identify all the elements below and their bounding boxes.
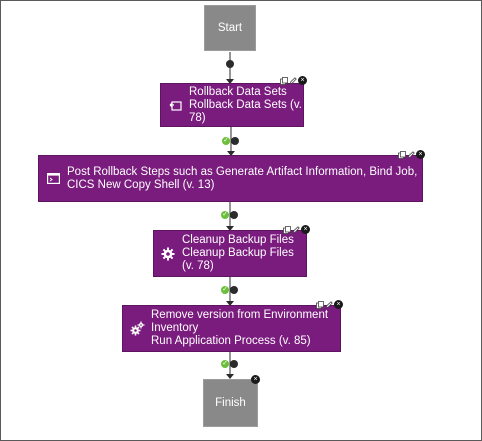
step-toolbar: × [316,300,343,309]
step-output-port[interactable] [231,137,239,145]
step-detail: Run Application Process (v. 85) [151,335,311,347]
close-icon[interactable]: × [301,225,310,234]
success-check-icon[interactable]: ✓ [221,286,229,294]
step-toolbar: × [398,150,425,159]
step-output-port[interactable] [230,286,238,294]
finish-node[interactable]: Finish [203,379,258,427]
start-node[interactable]: Start [204,5,256,51]
step-detail: Rollback Data Sets (v. 78) [189,98,302,124]
gears-icon [129,321,145,337]
step-cleanup-backup-files[interactable]: Cleanup Backup Files Cleanup Backup File… [153,230,307,277]
edit-icon[interactable] [292,225,300,234]
close-icon[interactable]: × [251,375,260,384]
step-rollback-data-sets[interactable]: Rollback Data Sets Rollback Data Sets (v… [160,83,304,127]
step-detail: Cleanup Backup Files (v. 78) [182,247,294,272]
arrowhead [226,79,234,84]
success-check-icon[interactable]: ✓ [221,211,229,219]
step-remove-version[interactable]: Remove version from Environment Inventor… [122,305,341,352]
finish-label: Finish [215,396,246,409]
start-label: Start [217,21,243,34]
close-icon[interactable]: × [334,300,343,309]
arrowhead [226,374,234,379]
copy-icon[interactable] [398,150,406,159]
arrowhead [226,226,234,231]
success-check-icon[interactable]: ✓ [222,137,230,145]
success-check-icon[interactable]: ✓ [221,360,229,368]
step-toolbar: × [280,76,307,85]
gear-icon [160,246,176,262]
close-icon[interactable]: × [298,76,307,85]
edit-icon[interactable] [407,150,415,159]
step-title: Post Rollback Steps such as Generate Art… [67,165,418,191]
edit-icon[interactable] [289,76,297,85]
step-title: Cleanup Backup Files [182,234,294,246]
rollback-icon [167,97,183,113]
step-post-rollback[interactable]: Post Rollback Steps such as Generate Art… [38,155,423,202]
edit-icon[interactable] [325,300,333,309]
arrowhead [226,301,234,306]
step-toolbar: × [283,225,310,234]
copy-icon[interactable] [316,300,324,309]
step-output-port[interactable] [230,360,238,368]
step-title: Rollback Data Sets [189,85,287,98]
start-output-port[interactable] [226,60,234,68]
close-icon[interactable]: × [416,150,425,159]
step-title: Remove version from Environment Inventor… [151,309,329,334]
finish-toolbar: × [251,375,260,384]
terminal-icon [45,171,61,187]
step-output-port[interactable] [230,211,238,219]
arrowhead [227,151,235,156]
copy-icon[interactable] [280,76,288,85]
copy-icon[interactable] [283,225,291,234]
